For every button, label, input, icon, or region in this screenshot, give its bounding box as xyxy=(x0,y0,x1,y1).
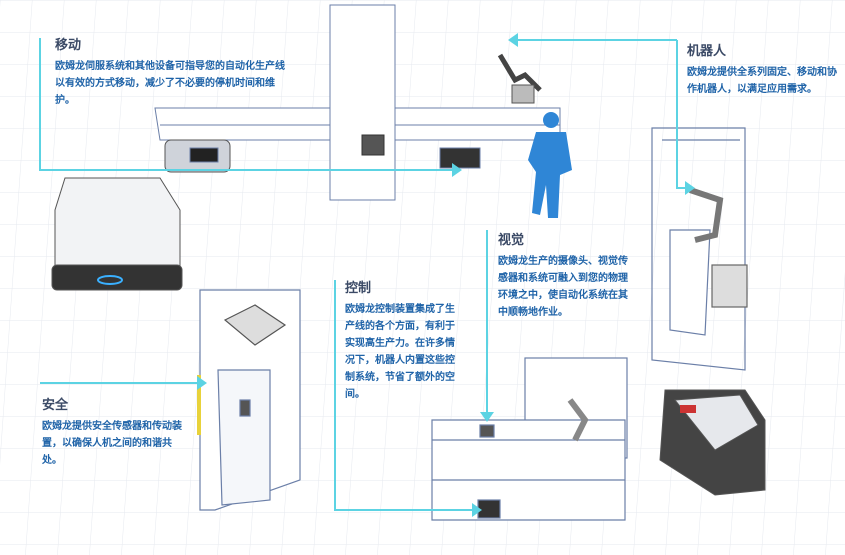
control-body: 欧姆龙控制装置集成了生产线的各个方面，有利于实现高生产力。在许多情况下，机器人内… xyxy=(345,304,455,400)
arrow-icons xyxy=(197,33,695,517)
robot-section: 机器人 欧姆龙提供全系列固定、移动和协作机器人，以满足应用需求。 xyxy=(687,40,837,98)
mobile-robot-right xyxy=(659,389,766,496)
safety-title: 安全 xyxy=(42,398,69,413)
vision-section: 视觉 欧姆龙生产的摄像头、视觉传感器和系统可融入到您的物理环境之中，使自动化系统… xyxy=(498,229,633,321)
move-title: 移动 xyxy=(55,38,82,53)
delta-robot-cell xyxy=(197,289,301,511)
vision-title: 视觉 xyxy=(498,233,525,248)
robot-arm-top xyxy=(497,53,542,104)
move-body: 欧姆龙伺服系统和其他设备可指导您的自动化生产线以有效的方式移动，减少了不必要的停… xyxy=(55,61,285,106)
robot-body: 欧姆龙提供全系列固定、移动和协作机器人，以满足应用需求。 xyxy=(687,67,837,95)
mobile-robot-left xyxy=(51,177,183,291)
leader-lines xyxy=(39,38,688,511)
vision-body: 欧姆龙生产的摄像头、视觉传感器和系统可融入到您的物理环境之中，使自动化系统在其中… xyxy=(498,256,628,318)
safety-section: 安全 欧姆龙提供安全传感器和传动装置，以确保人机之间的和谐共处。 xyxy=(42,394,187,469)
move-section: 移动 欧姆龙伺服系统和其他设备可指导您的自动化生产线以有效的方式移动，减少了不必… xyxy=(55,34,285,109)
inspection-cell xyxy=(431,357,628,521)
robot-cell-right xyxy=(651,127,748,371)
robot-title: 机器人 xyxy=(687,44,727,59)
worker-figure xyxy=(528,112,572,218)
top-conveyor xyxy=(154,4,561,201)
control-section: 控制 欧姆龙控制装置集成了生产线的各个方面，有利于实现高生产力。在许多情况下，机… xyxy=(345,277,460,403)
safety-body: 欧姆龙提供安全传感器和传动装置，以确保人机之间的和谐共处。 xyxy=(42,421,182,466)
control-title: 控制 xyxy=(345,281,372,296)
